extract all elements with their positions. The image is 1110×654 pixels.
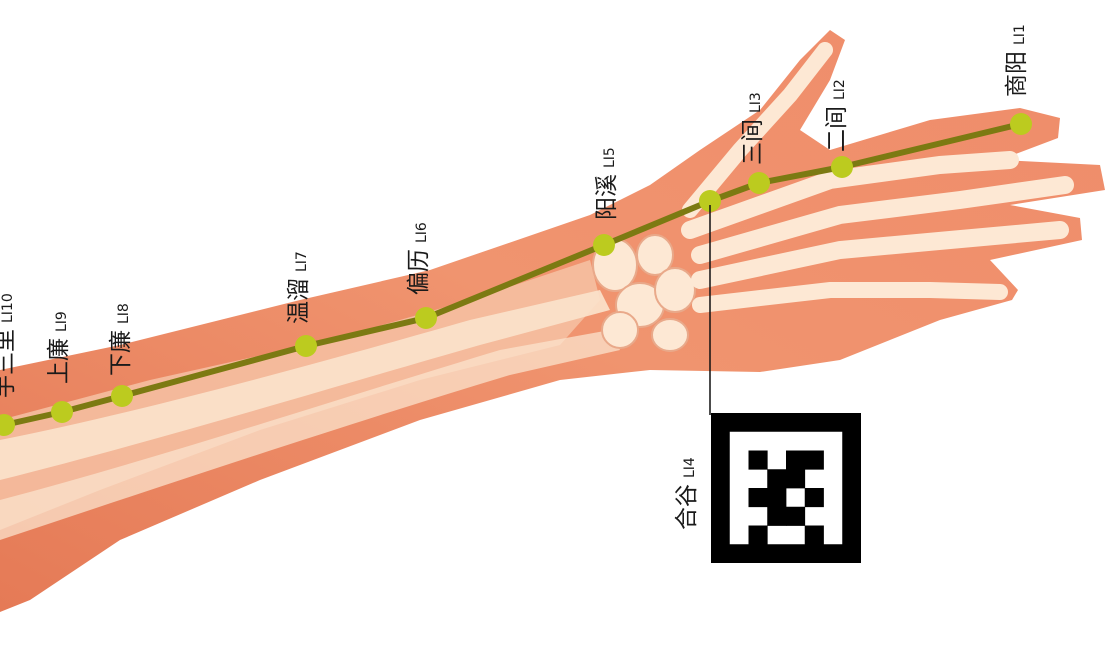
acupoint-LI7	[295, 335, 317, 357]
marker-cell	[749, 451, 768, 470]
marker-cell	[749, 488, 768, 507]
label-LI1: 商阳LI1	[1006, 24, 1029, 97]
acupoint-LI9	[51, 401, 73, 423]
label-LI8: 下廉LI8	[110, 303, 133, 376]
label-LI5: 阳溪LI5	[596, 147, 619, 220]
fiducial-marker	[711, 413, 861, 563]
acupoint-LI1	[1010, 113, 1032, 135]
marker-cell	[786, 451, 805, 470]
marker-cell	[767, 469, 786, 488]
marker-cell	[786, 507, 805, 526]
acupoint-LI3	[748, 172, 770, 194]
acupoint-LI6	[415, 307, 437, 329]
marker-cell	[767, 507, 786, 526]
label-LI4: 合谷LI4	[676, 457, 699, 530]
label-LI9: 上廉LI9	[48, 311, 71, 384]
marker-cell	[805, 451, 824, 470]
marker-cell	[749, 526, 768, 545]
marker-cell	[786, 469, 805, 488]
label-LI10: 手三里LI10	[0, 293, 17, 398]
marker-cell	[767, 488, 786, 507]
acupoint-LI5	[593, 234, 615, 256]
acupoint-LI2	[831, 156, 853, 178]
marker-cell	[805, 488, 824, 507]
label-LI7: 温溜LI7	[288, 251, 311, 324]
label-LI3: 三间LI3	[742, 92, 765, 165]
label-LI6: 偏历LI6	[408, 222, 431, 295]
label-LI2: 二间LI2	[826, 79, 849, 152]
acupoint-LI8	[111, 385, 133, 407]
marker-cell	[805, 526, 824, 545]
